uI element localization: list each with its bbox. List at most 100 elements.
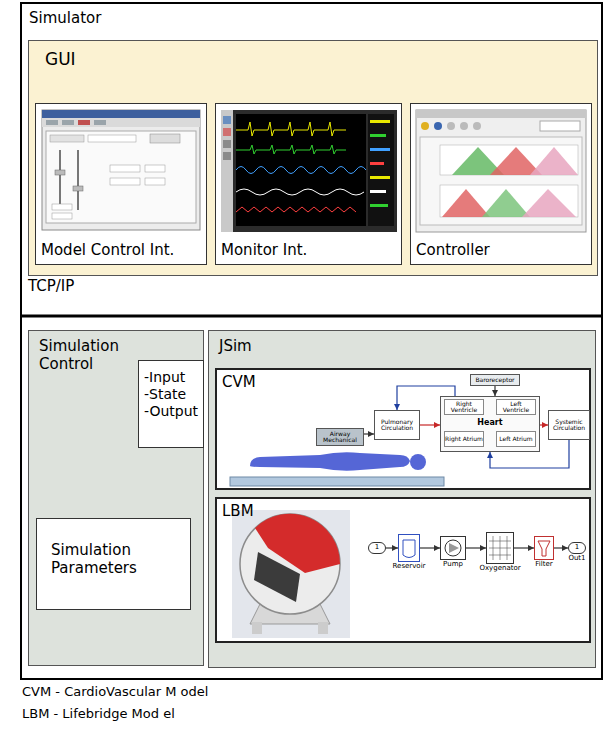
chamber-box: Right Ventricle [444,399,484,416]
patient-figure [230,452,444,486]
monitor-screenshot [221,110,397,232]
connector [420,545,440,551]
node-label: Controller [416,241,490,259]
model-control-screenshot-part [46,120,58,125]
monitor-screenshot-part [236,122,346,136]
node-label: LBM [222,502,254,520]
legend-note: CVM - CardioVascular M odel [22,684,208,700]
legend-note: LBM - Lifebridge Mod el [22,706,175,722]
block-icons [403,536,550,560]
node-label: -State [144,386,198,403]
node-label: Baroreceptor [475,377,514,383]
bus-line [20,316,603,317]
node-label: Left Ventricle [497,401,535,414]
process-box: Pulmonary Circulation [374,410,420,440]
bus-line-part [20,315,603,318]
node-label: Simulation Control [39,337,139,373]
monitor-screenshot-part [370,148,390,151]
block-icons-part [489,548,511,549]
node-label: Simulator [29,9,101,27]
model-control-screenshot-part [50,135,84,142]
monitor-screenshot-part [223,116,231,124]
monitor-screenshot-part [223,152,231,160]
monitor-screenshot-part [370,204,388,207]
connector [554,545,568,551]
connector [420,422,440,428]
arrowhead [480,545,486,551]
block-icon: Reservoir [398,534,420,562]
controller-screenshot-part [530,147,578,175]
block-icon: Filter [534,536,554,560]
block-icon: Pump [440,536,466,560]
arrowhead [487,452,493,458]
connector-line [420,547,440,548]
lifebridge-device-part [254,552,300,602]
node-label: -Output [144,403,198,420]
controller-screenshot-part [442,189,490,217]
model-control-screenshot-part [59,150,61,210]
lifebridge-device-part [318,622,328,634]
controller-screenshot-part [540,121,580,131]
block-icon: Oxygenator [486,532,514,564]
bus-label: TCP/IP [28,277,74,295]
controller-screenshot-part [440,185,578,217]
controller-screenshot-part [447,122,455,130]
lifebridge-device [232,510,350,638]
block-icons-part [489,541,511,542]
process-box: Baroreceptor [470,374,520,386]
arrowhead [542,422,548,428]
model-control-screenshot [42,110,200,230]
controller-screenshot [416,110,586,232]
arrowhead [394,404,400,410]
arrowhead [392,545,398,551]
node-label: GUI [45,49,76,69]
monitor-screenshot-part [368,114,394,226]
arrowhead [434,545,440,551]
node-label: 1 [375,544,379,551]
node-label: 1 [575,544,579,551]
model-control-screenshot-part [145,165,165,172]
controller-screenshot-part [452,147,504,175]
node-label: Pulmonary Circulation [375,419,419,432]
connector-line [386,547,398,548]
node-label: Heart [441,419,539,427]
screenshot-panel: Monitor Int. [215,103,402,265]
node-label: JSim [219,337,252,355]
parameters-box: Simulation Parameters [36,518,191,610]
connector-line [466,547,486,548]
arrowhead [434,422,440,428]
monitor-screenshot-part [370,190,386,193]
screenshot-panel: Model Control Int. [35,103,207,265]
node-label: Right Atrium [445,436,483,442]
node-label: -Input [144,369,198,386]
monitor-screenshot-part [370,134,386,137]
model-box: CVM BaroreceptorAirway Mechanical Pulmonar… [215,368,591,490]
block-icons-part [493,536,494,560]
connector [364,431,374,437]
model-control-screenshot-part [150,134,180,143]
monitor-screenshot-part [221,110,233,232]
connector [386,545,398,551]
monitor-screenshot-part [236,167,366,174]
node-label: Model Control Int. [41,241,174,259]
connector [394,386,455,410]
model-control-screenshot-part [78,120,90,125]
block-icons-part [489,555,511,556]
patient-figure-part [250,452,410,470]
node-label: Left Atrium [499,436,532,442]
patient-figure-part [410,454,426,470]
arrowhead [528,545,534,551]
arrowhead [562,545,568,551]
model-box: LBM1ReservoirPumpOxygenatorFilter1Out1 [215,497,591,643]
model-control-screenshot-part [110,165,140,172]
model-control-screenshot-part [110,178,140,185]
port-oval: 1Out1 [568,542,586,554]
node-label: CVM [222,373,256,391]
connector-line [397,386,455,410]
model-control-screenshot-part [88,135,136,142]
model-control-screenshot-part [62,120,74,125]
node-label: Airway Mechanical [317,431,363,444]
monitor-screenshot-part [223,140,231,148]
node-label: Filter [535,561,552,568]
